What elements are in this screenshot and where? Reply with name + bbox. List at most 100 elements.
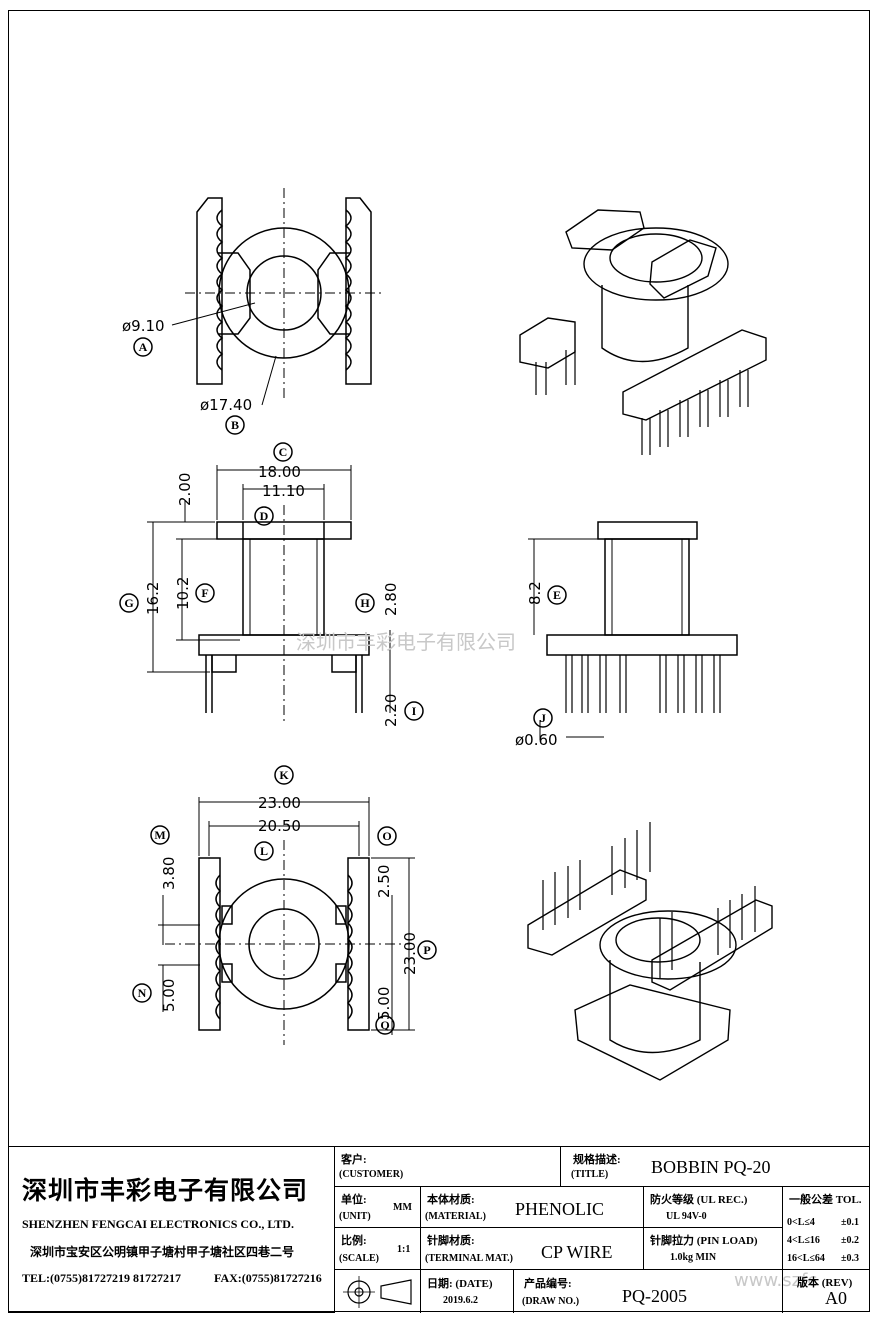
title-block: 深圳市丰彩电子有限公司 SHENZHEN FENGCAI ELECTRONICS… (8, 1146, 870, 1313)
customer-label: 客户: (341, 1154, 367, 1166)
company-name-cn: 深圳市丰彩电子有限公司 (22, 1176, 309, 1205)
dim-m-text: 3.80 (160, 857, 178, 890)
balloon-e: E (553, 588, 561, 602)
material-value: PHENOLIC (515, 1199, 604, 1219)
dim-c-text: 18.00 (258, 463, 301, 481)
dim-p-text: 23.00 (401, 932, 419, 975)
date-cell: 日期: (DATE) 2019.6.2 (421, 1270, 514, 1313)
material-cell: 本体材质: (MATERIAL) PHENOLIC (421, 1187, 644, 1228)
title-cell: 规格描述: (TITLE) BOBBIN PQ-20 (561, 1147, 870, 1187)
bottom-view (132, 765, 437, 1045)
terminal-value: CP WIRE (541, 1242, 613, 1262)
balloon-c: C (279, 445, 288, 459)
rev-cell: 版本 (REV) A0 (783, 1270, 870, 1313)
engineering-drawing: ø9.10 ø17.40 (119, 188, 773, 1081)
terminal-label-en: (TERMINAL MAT.) (425, 1253, 513, 1264)
rev-value: A0 (825, 1288, 847, 1308)
tol-range-1: 0<L≤4 (787, 1217, 815, 1228)
dim-q-text: 5.00 (375, 987, 393, 1020)
dim-g-text: 16.2 (144, 582, 162, 615)
balloon-m: M (154, 828, 165, 842)
scale-value: 1:1 (397, 1244, 411, 1255)
dim-o-text: 2.50 (375, 865, 393, 898)
pinload-cell: 针脚拉力 (PIN LOAD) 1.0kg MIN (644, 1228, 783, 1270)
balloon-p: P (423, 943, 430, 957)
dim-n-text: 5.00 (160, 979, 178, 1012)
ul-label: 防火等级 (UL REC.) (650, 1194, 748, 1206)
pinload-value: 1.0kg MIN (670, 1252, 717, 1263)
terminal-label: 针脚材质: (427, 1235, 475, 1247)
tolerance-label: 一般公差 TOL. (789, 1194, 862, 1206)
balloon-n: N (138, 986, 147, 1000)
balloon-f: F (201, 586, 208, 600)
dim-l-text: 20.50 (258, 817, 301, 835)
scale-cell: 比例: (SCALE) 1:1 (335, 1228, 421, 1270)
unit-cell: 单位: (UNIT) MM (335, 1187, 421, 1228)
balloon-k: K (279, 768, 289, 782)
dim-k-text: 23.00 (258, 794, 301, 812)
unit-value: MM (393, 1202, 412, 1213)
balloon-o: O (382, 829, 391, 843)
watermark-url: www.szfc (734, 1270, 818, 1291)
balloon-g: G (124, 596, 133, 610)
title-value: BOBBIN PQ-20 (651, 1157, 771, 1177)
drawno-cell: 产品编号: (DRAW NO.) PQ-2005 (514, 1270, 783, 1313)
pinload-label: 针脚拉力 (PIN LOAD) (650, 1235, 758, 1247)
title-label-en: (TITLE) (571, 1169, 609, 1180)
unit-label: 单位: (341, 1194, 367, 1206)
dim-top-text: 2.00 (176, 473, 194, 506)
watermark: 深圳市丰彩电子有限公司 (296, 630, 516, 654)
dim-j-text: ø0.60 (515, 731, 558, 749)
date-label: 日期: (DATE) (427, 1278, 493, 1290)
tol-value-3: ±0.3 (841, 1253, 859, 1264)
symbol-cell (335, 1270, 421, 1313)
tolerance-cell: 一般公差 TOL. 0<L≤4 ±0.1 4<L≤16 ±0.2 16<L≤64… (783, 1187, 870, 1270)
balloon-l: L (260, 844, 268, 858)
tol-range-2: 4<L≤16 (787, 1235, 820, 1246)
dim-b-text: ø17.40 (200, 396, 252, 414)
dim-d-text: 11.10 (262, 482, 305, 500)
unit-label-en: (UNIT) (339, 1211, 371, 1222)
side-view (528, 521, 738, 740)
dim-f-text: 10.2 (174, 577, 192, 610)
dim-h-text: 2.80 (382, 583, 400, 616)
company-name-en: SHENZHEN FENGCAI ELECTRONICS CO., LTD. (22, 1217, 294, 1231)
isometric-view-bottom (527, 822, 773, 1081)
customer-cell: 客户: (CUSTOMER) (335, 1147, 561, 1187)
terminal-cell: 针脚材质: (TERMINAL MAT.) CP WIRE (421, 1228, 644, 1270)
dim-a-text: ø9.10 (122, 317, 165, 335)
drawno-label: 产品编号: (524, 1278, 572, 1290)
drawno-label-en: (DRAW NO.) (522, 1296, 580, 1307)
dim-i-text: 2.20 (382, 694, 400, 727)
company-fax: FAX:(0755)81727216 (214, 1271, 322, 1285)
top-view (133, 188, 384, 435)
balloon-q: Q (380, 1018, 389, 1032)
scale-label-en: (SCALE) (339, 1253, 380, 1264)
front-view (119, 442, 424, 722)
company-tel: TEL:(0755)81727219 81727217 (22, 1271, 181, 1285)
rev-label: 版本 (REV) (797, 1277, 853, 1289)
balloon-h: H (360, 596, 370, 610)
projection-symbol-icon (343, 1276, 412, 1308)
customer-label-en: (CUSTOMER) (339, 1169, 404, 1180)
balloon-b: B (231, 418, 239, 432)
drawing-frame (8, 10, 870, 1312)
title-label: 规格描述: (573, 1154, 621, 1166)
balloon-j: J (540, 711, 546, 725)
tol-value-2: ±0.2 (841, 1235, 859, 1246)
tol-value-1: ±0.1 (841, 1217, 859, 1228)
ul-cell: 防火等级 (UL REC.) UL 94V-0 (644, 1187, 783, 1228)
balloon-d: D (260, 509, 269, 523)
tol-range-3: 16<L≤64 (787, 1253, 825, 1264)
balloon-i: I (412, 704, 417, 718)
isometric-view-top (519, 209, 767, 455)
material-label-en: (MATERIAL) (425, 1211, 486, 1222)
drawno-value: PQ-2005 (622, 1286, 688, 1306)
ul-value: UL 94V-0 (666, 1211, 707, 1222)
date-value: 2019.6.2 (443, 1295, 478, 1306)
dim-e-text: 8.2 (526, 581, 544, 605)
company-block: 深圳市丰彩电子有限公司 SHENZHEN FENGCAI ELECTRONICS… (8, 1147, 335, 1313)
balloon-a: A (139, 340, 148, 354)
scale-label: 比例: (341, 1235, 367, 1247)
material-label: 本体材质: (427, 1194, 475, 1206)
